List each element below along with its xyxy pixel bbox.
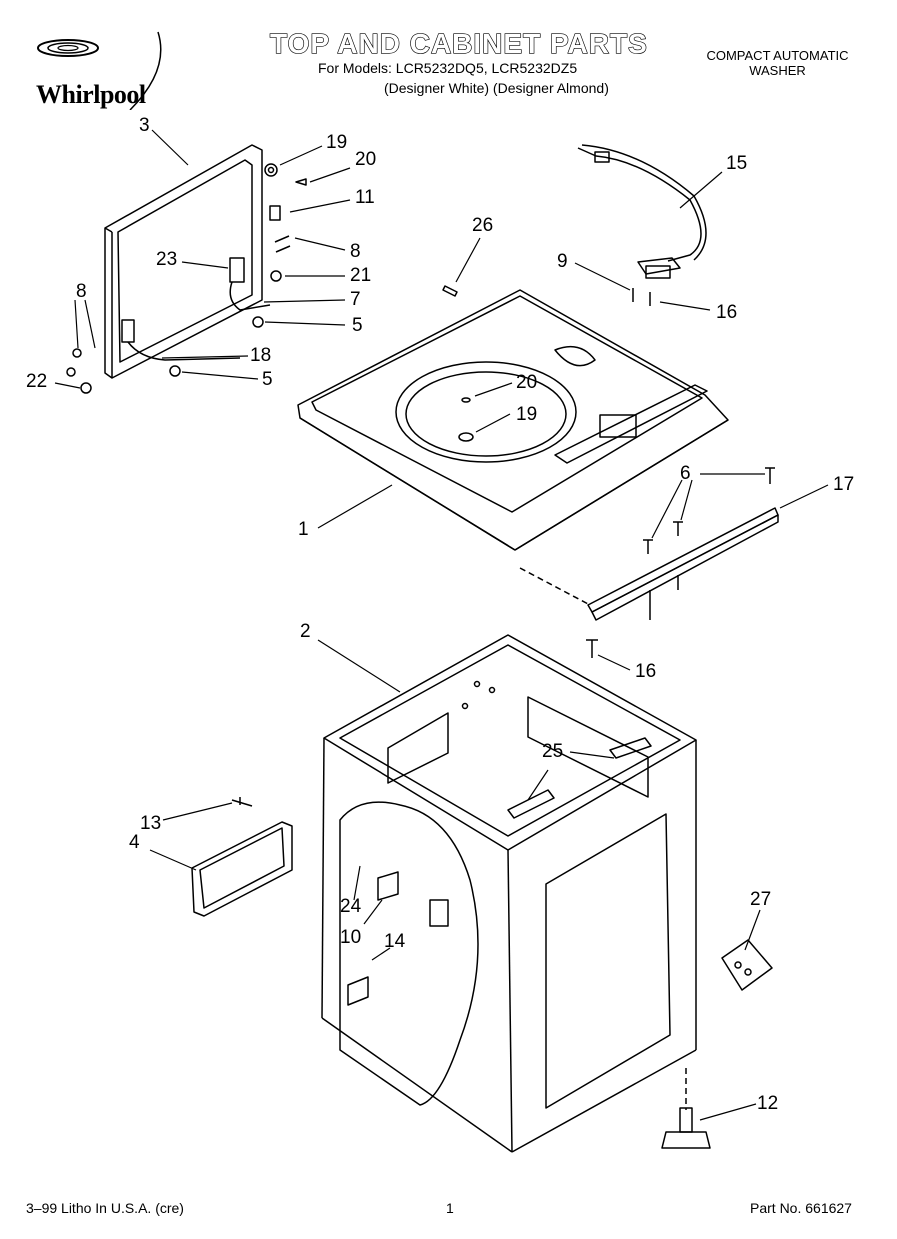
top-bracket bbox=[519, 507, 779, 621]
service-panel bbox=[191, 797, 293, 917]
product-type: COMPACT AUTOMATIC WASHER bbox=[690, 48, 865, 78]
callout-16: 16 bbox=[716, 302, 738, 323]
callout-21: 21 bbox=[350, 265, 372, 286]
callout-27: 27 bbox=[750, 889, 772, 910]
callout-3: 3 bbox=[139, 115, 150, 136]
callout-8: 8 bbox=[350, 241, 361, 262]
product-line-1: COMPACT AUTOMATIC bbox=[706, 48, 849, 63]
brand-name: Whirlpool bbox=[36, 80, 146, 109]
callout-26: 26 bbox=[472, 215, 494, 236]
callout-13: 13 bbox=[140, 813, 162, 834]
callout-4: 4 bbox=[129, 832, 140, 853]
callout-20: 20 bbox=[516, 372, 538, 393]
callout-5: 5 bbox=[262, 369, 273, 390]
callout-2: 2 bbox=[300, 621, 311, 642]
panel-hardware bbox=[66, 163, 307, 394]
callout-5: 5 bbox=[352, 315, 363, 336]
callout-19: 19 bbox=[516, 404, 538, 425]
whirlpool-logo: Whirlpool bbox=[20, 30, 190, 111]
callout-6: 6 bbox=[680, 463, 691, 484]
callout-14: 14 bbox=[384, 931, 406, 952]
callout-22: 22 bbox=[26, 371, 48, 392]
leader-lines bbox=[54, 129, 829, 1121]
leveling-leg bbox=[661, 1068, 711, 1149]
cabinet bbox=[321, 634, 697, 1153]
callout-16: 16 bbox=[635, 661, 657, 682]
callout-8: 8 bbox=[76, 281, 87, 302]
footer-print-info: 3–99 Litho In U.S.A. (cre) bbox=[26, 1200, 184, 1216]
callout-7: 7 bbox=[350, 289, 361, 310]
callout-19: 19 bbox=[326, 132, 348, 153]
callout-23: 23 bbox=[156, 249, 178, 270]
callout-12: 12 bbox=[757, 1093, 779, 1114]
callout-18: 18 bbox=[250, 345, 272, 366]
models-line: For Models: LCR5232DQ5, LCR5232DZ5 bbox=[318, 60, 578, 76]
footer-part-number: Part No. 661627 bbox=[750, 1200, 852, 1216]
washer-top bbox=[297, 289, 729, 551]
callout-9: 9 bbox=[557, 251, 568, 272]
callout-20: 20 bbox=[355, 149, 377, 170]
corner-bracket bbox=[721, 939, 773, 991]
callout-15: 15 bbox=[726, 153, 748, 174]
product-line-2: WASHER bbox=[749, 63, 806, 78]
screws bbox=[442, 285, 775, 658]
callout-24: 24 bbox=[340, 896, 362, 917]
footer-page-number: 1 bbox=[446, 1200, 454, 1216]
callout-17: 17 bbox=[833, 474, 855, 495]
lid-switch bbox=[577, 144, 707, 279]
variants-line: (Designer White) (Designer Almond) bbox=[384, 80, 609, 96]
page-title: TOP AND CABINET PARTS bbox=[269, 27, 648, 59]
console-panel bbox=[104, 144, 271, 379]
callout-11: 11 bbox=[355, 187, 375, 208]
callout-1: 1 bbox=[298, 519, 309, 540]
callout-25: 25 bbox=[542, 741, 564, 762]
callout-10: 10 bbox=[340, 927, 362, 948]
